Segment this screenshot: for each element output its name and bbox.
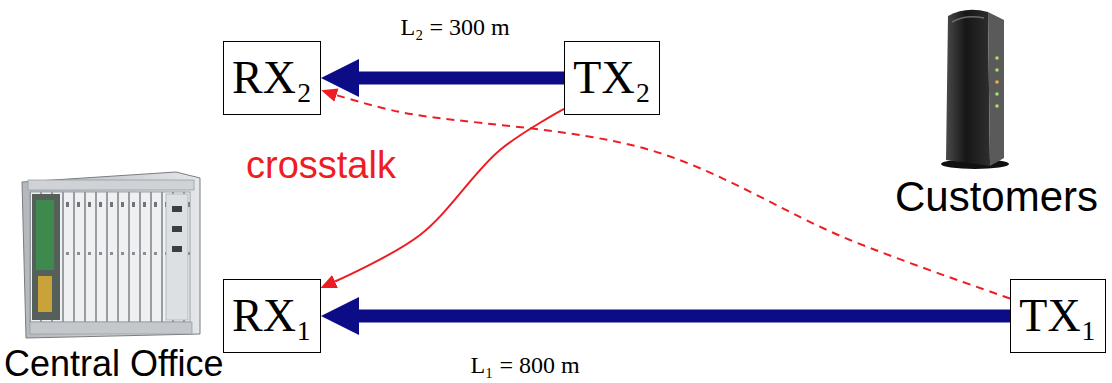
terminal-name: RX₁	[232, 290, 312, 343]
crosstalk-arrow	[335, 109, 564, 282]
customers-label: Customers	[895, 176, 1098, 218]
line-length-label: L₁ = 800 m	[467, 352, 582, 380]
central-office-label: Central Office	[4, 346, 223, 382]
signal-arrow	[359, 72, 564, 85]
line-length-label: L₂ = 300 m	[397, 14, 512, 42]
terminal-name: RX₂	[232, 52, 312, 105]
crosstalk-label: crosstalk	[246, 146, 396, 184]
length-label-holder: L₂ = 300 m	[397, 14, 512, 42]
terminal-box: TX₂	[564, 41, 660, 115]
terminal-box: RX₂	[223, 41, 321, 115]
terminal-name: TX₁	[1019, 290, 1096, 343]
terminal-box: TX₁	[1010, 279, 1106, 353]
signal-arrow	[359, 310, 1010, 323]
customer-modem	[941, 10, 1009, 169]
terminal-box: RX₁	[223, 279, 321, 353]
length-label-holder: L₁ = 800 m	[467, 352, 582, 380]
terminal-name: TX₂	[573, 52, 650, 105]
central-office-rack	[22, 172, 200, 338]
